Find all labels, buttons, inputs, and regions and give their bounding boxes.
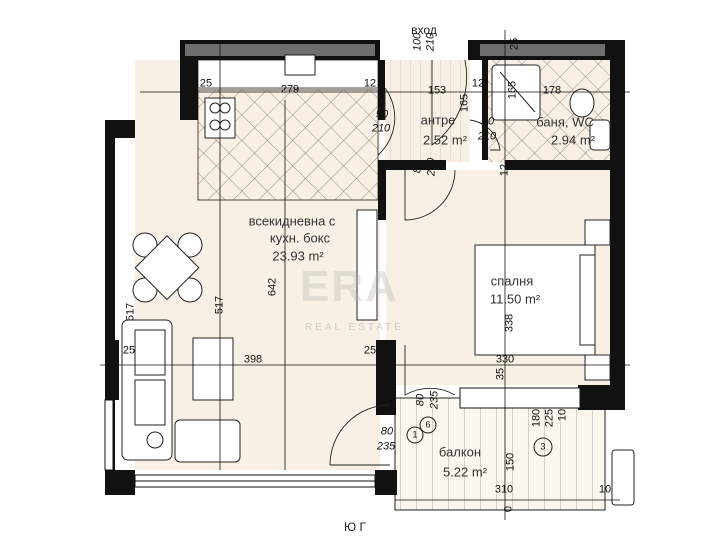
balcony-area: 5.22 m² <box>442 464 488 480</box>
dim-label: 12 <box>498 163 511 177</box>
shower <box>491 64 541 121</box>
dim-label: 10 <box>598 483 612 496</box>
dim-label: 517 <box>213 295 226 315</box>
dim-label: 10 <box>556 408 569 422</box>
dim-label: 150 <box>504 452 517 472</box>
dim-label: 165 <box>458 93 471 113</box>
kitchen-tiles <box>197 89 379 201</box>
tv-unit <box>356 209 378 321</box>
wall-core <box>185 44 375 56</box>
dim-label: 180 <box>530 408 543 428</box>
dim-label: 642 <box>266 277 279 297</box>
dim-label: 338 <box>503 313 516 333</box>
hall-area: 2.52 m² <box>422 132 468 148</box>
coffee-table <box>192 337 234 401</box>
dim-label: 210 <box>425 157 438 177</box>
dim-label: 12 <box>471 77 485 90</box>
sink <box>284 54 316 76</box>
dim-label: 25 <box>199 77 213 90</box>
doors <box>329 59 501 466</box>
marker-label: 3 <box>540 441 546 452</box>
dim-label: 210 <box>424 32 437 52</box>
entrance-label: вход <box>411 23 437 37</box>
dim-label: 210 <box>477 130 497 143</box>
dim-label: 517 <box>124 302 137 322</box>
dim-label: 310 <box>494 483 514 496</box>
dim-label: 80 <box>414 393 427 407</box>
nightstand <box>584 354 611 381</box>
window-bedroom <box>459 387 581 409</box>
dim-label: 35 <box>494 367 507 381</box>
markers <box>406 416 553 457</box>
dim-label: 178 <box>542 84 562 97</box>
living-name-2: кухн. бокс <box>269 230 331 246</box>
hall-floor <box>385 60 470 162</box>
dim-label: 279 <box>280 83 300 96</box>
living-area: 23.93 m² <box>272 248 324 264</box>
living-name-1: всекидневна с <box>248 213 336 229</box>
toilet <box>569 88 595 118</box>
marker-label: 1 <box>412 429 418 440</box>
watermark-logo: ERA <box>300 262 399 311</box>
dim-label: 398 <box>243 353 263 366</box>
dining-table <box>134 235 200 301</box>
radiator <box>611 449 635 506</box>
dim-label: 90 <box>375 108 389 121</box>
dim-label: 25 <box>363 344 377 357</box>
bedroom-area: 11.50 m² <box>489 291 541 307</box>
furniture <box>121 54 635 506</box>
dim-label: 225 <box>543 408 556 428</box>
dim-label: 210 <box>371 122 391 135</box>
orientation-label: Ю Г <box>344 520 366 534</box>
dimension-lines <box>100 30 630 520</box>
dim-label: 12 <box>363 77 377 90</box>
balcony-name: балкон <box>438 444 482 460</box>
washbasin <box>589 119 611 151</box>
dim-label: 80 <box>380 425 394 438</box>
nightstand <box>584 219 611 246</box>
dim-label: 165 <box>506 80 519 100</box>
dim-label: 0 <box>502 505 515 513</box>
hall-name: антре <box>420 112 456 128</box>
watermark-tagline: REAL ESTATE <box>305 322 404 333</box>
marker-label: 6 <box>425 419 431 430</box>
dim-label: 100 <box>411 32 424 52</box>
window-left <box>104 399 114 471</box>
dim-label: 235 <box>428 390 441 410</box>
armchair <box>174 419 241 463</box>
dim-label: 25 <box>122 344 136 357</box>
bath-name: баня, WC <box>536 114 594 130</box>
dim-label: 80 <box>411 160 424 174</box>
dim-label: 153 <box>427 84 447 97</box>
bedroom-name: спалня <box>490 273 534 289</box>
bath-area: 2.94 m² <box>550 132 596 148</box>
dim-label: 80 <box>481 115 495 128</box>
bed <box>474 244 596 356</box>
dim-label: 25 <box>508 37 521 51</box>
wall-core <box>480 44 605 56</box>
dim-label: 235 <box>376 440 396 453</box>
dim-label: 330 <box>495 353 515 366</box>
